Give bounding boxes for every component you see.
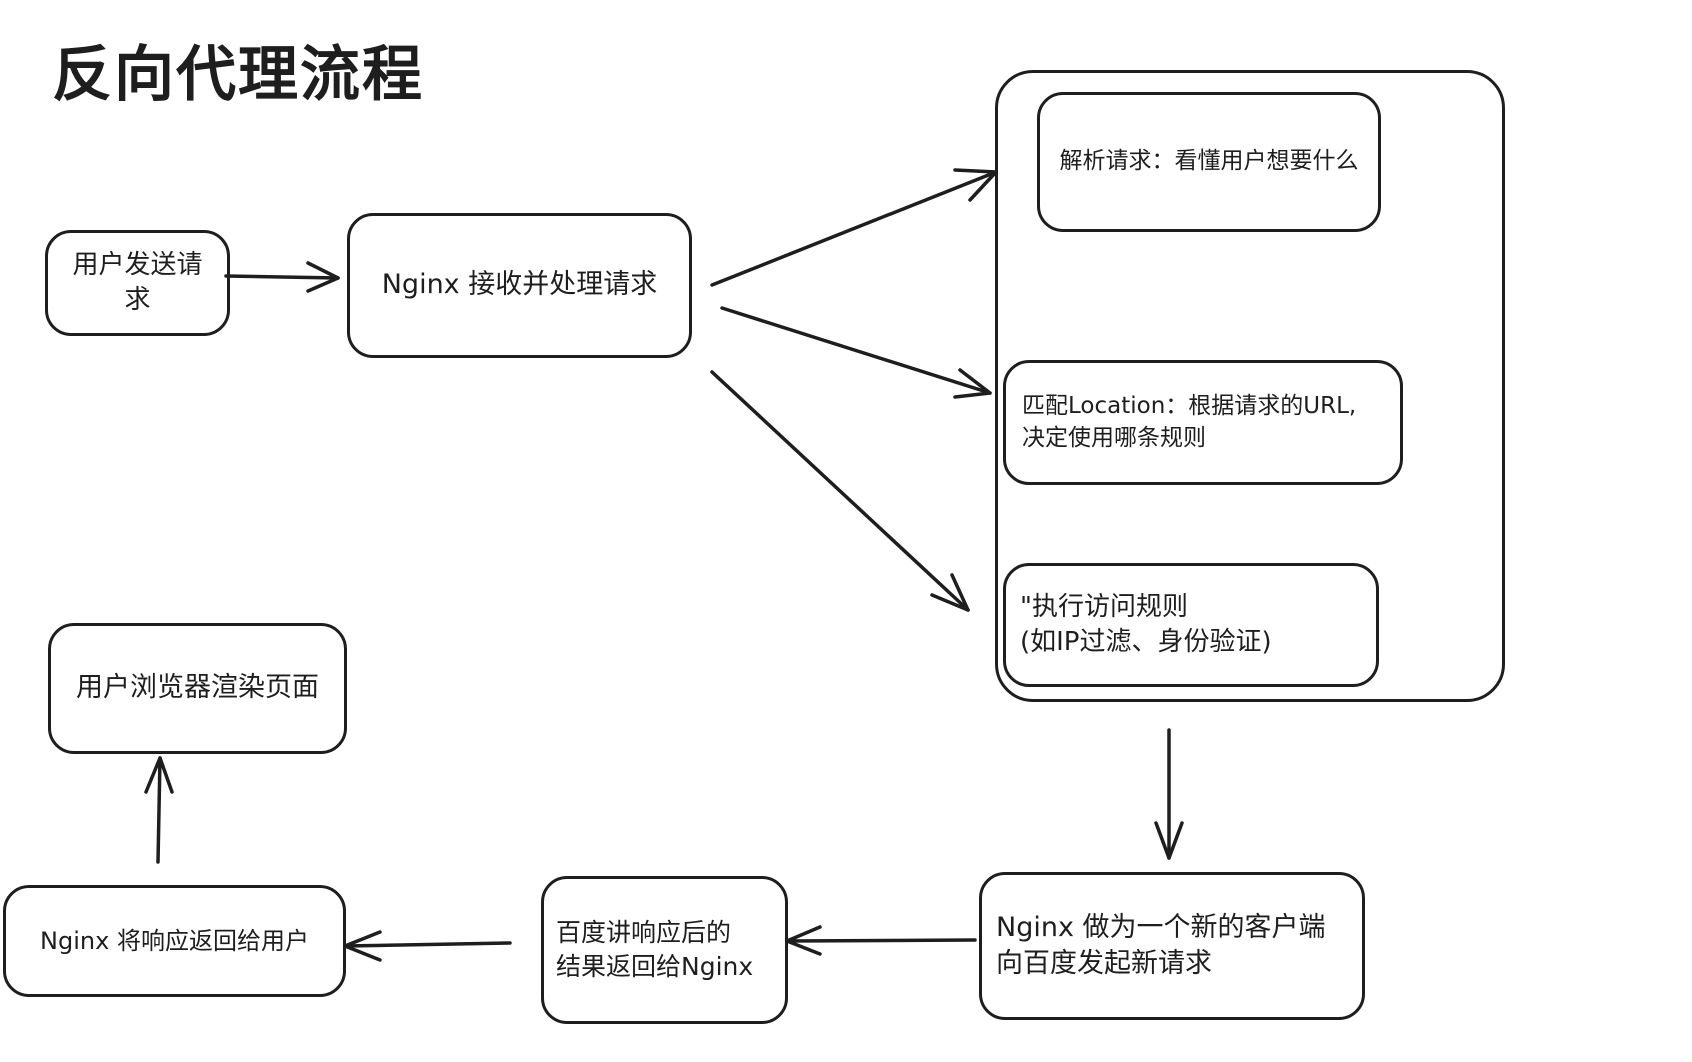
node-baidu-response: 百度讲响应后的 结果返回给Nginx [541,876,788,1024]
node-nginx-return: Nginx 将响应返回给用户 [3,885,346,997]
arrow-user-to-nginx [224,261,340,293]
node-baidu-response-line-2: 结果返回给Nginx [556,952,754,981]
node-nginx-new-client-line-2: 向百度发起新请求 [996,948,1212,979]
node-nginx-receive-label: Nginx 接收并处理请求 [381,269,658,301]
node-browser-render: 用户浏览器渲染页面 [48,623,347,754]
node-parse-request: 解析请求：看懂用户想要什么 [1037,92,1381,232]
node-match-location: 匹配Location：根据请求的URL, 决定使用哪条规则 [1003,360,1403,485]
node-match-location-line-2: 决定使用哪条规则 [1022,424,1206,451]
node-access-rules: "执行访问规则 (如IP过滤、身份验证) [1003,563,1379,687]
node-access-rules-line-2: (如IP过滤、身份验证) [1020,627,1272,657]
node-parse-request-label: 解析请求：看懂用户想要什么 [1059,148,1359,175]
arrow-baidu-to-return [343,930,512,962]
node-baidu-response-line-1: 百度讲响应后的 [556,918,732,948]
node-nginx-new-client: Nginx 做为一个新的客户端 向百度发起新请求 [979,872,1365,1020]
arrow-new-client-to-baidu [785,925,977,956]
node-nginx-return-label: Nginx 将响应返回给用户 [40,926,309,955]
arrow-return-to-browser [144,756,174,864]
node-user-send-line-2: 求 [124,285,151,315]
node-user-send-line-1: 用户发送请 [72,249,203,280]
arrow-group-to-new-client [1154,728,1184,860]
node-browser-render-label: 用户浏览器渲染页面 [76,672,319,704]
node-match-location-line-1: 匹配Location：根据请求的URL, [1022,393,1357,420]
arrow-nginx-to-parse [710,168,998,287]
node-nginx-receive: Nginx 接收并处理请求 [347,213,692,358]
arrow-nginx-to-access [710,370,970,612]
diagram-title: 反向代理流程 [52,40,424,110]
node-access-rules-line-1: "执行访问规则 [1020,591,1188,622]
arrow-nginx-to-location [720,306,992,399]
node-nginx-new-client-line-1: Nginx 做为一个新的客户端 [996,911,1326,943]
node-user-send: 用户发送请 求 [45,230,230,336]
